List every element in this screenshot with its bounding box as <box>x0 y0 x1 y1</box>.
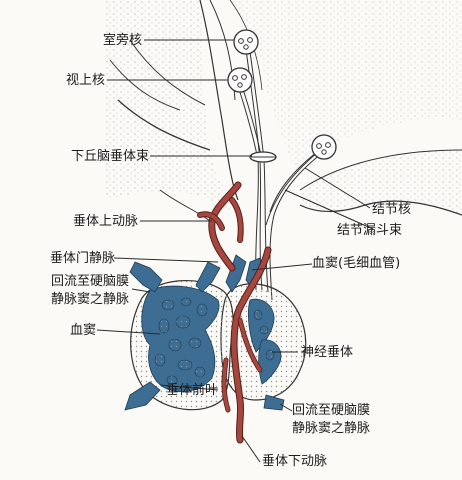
leader-lines <box>96 39 374 463</box>
label-adenohypophysis: 垂体前叶 <box>165 383 218 398</box>
label-tuberal-nucleus: 结节核 <box>372 202 412 217</box>
nuclei <box>227 29 337 160</box>
label-hypophyseal-portal-vein: 垂体门静脉 <box>49 251 115 266</box>
label-inferior-hypophyseal-artery: 垂体下动脉 <box>262 454 328 469</box>
label-tuberoinfundibular-tract: 结节漏斗束 <box>337 223 403 238</box>
label-neurohypophysis: 神经垂体 <box>301 345 354 360</box>
label-supraoptic-nucleus: 视上核 <box>65 73 105 88</box>
label-sinusoid: 血窦 <box>69 323 96 338</box>
sinusoid-mesh <box>154 297 275 385</box>
label-return-dural-sinus-left-line2: 静脉窦之静脉 <box>50 292 129 307</box>
label-return-dural-sinus-left-line1: 回流至硬脑膜 <box>50 274 129 289</box>
label-return-dural-sinus-right-line1: 回流至硬脑膜 <box>292 403 371 418</box>
label-paraventricular-nucleus: 室旁核 <box>102 33 142 48</box>
label-superior-hypophyseal-artery: 垂体上动脉 <box>72 214 138 229</box>
label-return-dural-sinus-right-line2: 静脉窦之静脉 <box>292 421 371 436</box>
label-sinusoid-capillary: 血窦(毛细血管) <box>312 256 401 271</box>
hypothalamus-tissue <box>105 0 462 226</box>
label-hypothalamohypophyseal-tract: 下丘脑垂体束 <box>70 149 149 164</box>
arterial-supply <box>197 181 272 444</box>
